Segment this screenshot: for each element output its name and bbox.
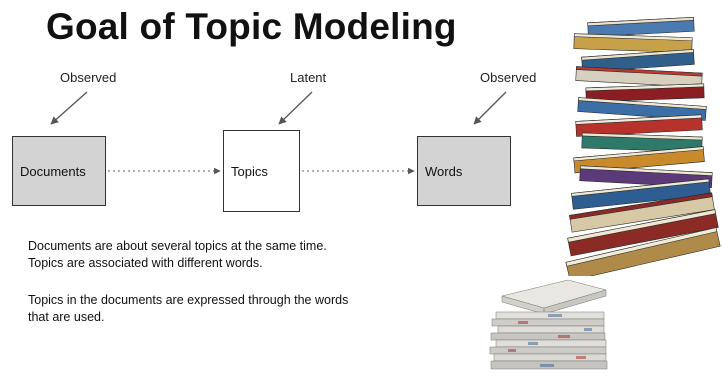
documents-annotation: Observed	[60, 70, 117, 85]
paragraph-2-line-2: that are used.	[28, 310, 105, 324]
documents-node-label: Documents	[20, 163, 86, 179]
words-annotation: Observed	[480, 70, 537, 85]
topics-node-label: Topics	[231, 163, 268, 179]
newspapers-stack-image	[489, 279, 608, 370]
topics-node: Topics	[223, 130, 300, 212]
annotation-arrow-documents	[50, 91, 88, 125]
documents-node: Documents	[12, 136, 106, 206]
slide-title: Goal of Topic Modeling	[46, 6, 457, 47]
words-node-label: Words	[425, 163, 463, 179]
paragraph-1-line-2: Topics are associated with different wor…	[28, 256, 263, 270]
words-node: Words	[417, 136, 511, 206]
annotation-arrow-topics	[278, 91, 313, 125]
annotation-arrow-words	[473, 91, 507, 125]
paragraph-2-line-1: Topics in the documents are expressed th…	[28, 293, 349, 307]
books-stack-image	[565, 16, 721, 276]
paragraph-1-line-1: Documents are about several topics at th…	[28, 239, 327, 253]
topics-annotation: Latent	[290, 70, 327, 85]
